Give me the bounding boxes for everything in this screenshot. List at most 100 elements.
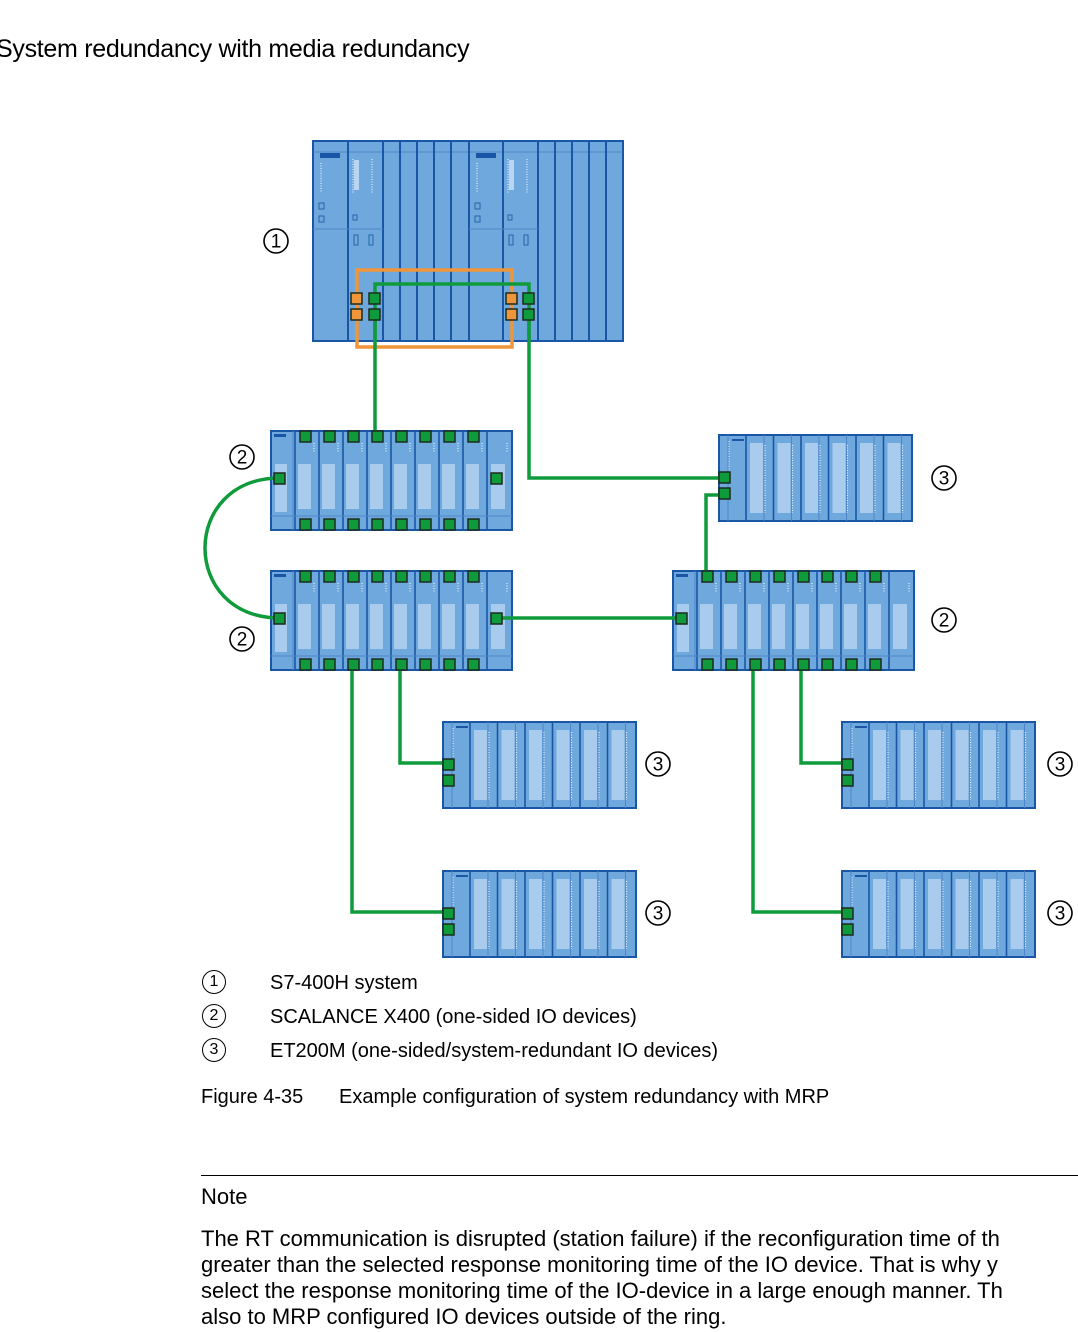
callout-circle: [229, 626, 255, 652]
et200m-right-lower: [841, 870, 1036, 958]
et200m-right-upper: [841, 721, 1036, 809]
module-panel: [442, 464, 455, 509]
ethernet-port-icon: [368, 292, 381, 305]
module-panel: [442, 604, 455, 649]
figure-label: Figure 4-35: [201, 1086, 304, 1108]
cable-to-et200m: [799, 664, 847, 765]
module-panel: [868, 604, 881, 649]
module-panel: [466, 464, 479, 509]
ring-port-icon: [675, 612, 688, 625]
cable-to-et200m: [751, 664, 847, 914]
switch-port-icon: [797, 658, 810, 671]
callout-2-icon: 2: [229, 444, 255, 470]
et200m-port-icon: [841, 758, 854, 771]
callout-2-icon: 2: [229, 626, 255, 652]
callout-circle: [931, 607, 957, 633]
switch-port-icon: [323, 658, 336, 671]
figure-caption-text: Example configuration of system redundan…: [339, 1086, 830, 1108]
module-panel: [1010, 879, 1024, 949]
sync-port-icon: [350, 308, 363, 321]
callout-2-icon: 2: [931, 607, 957, 633]
switch-port-icon: [749, 570, 762, 583]
module-panel: [983, 730, 996, 800]
callout-number: 1: [271, 232, 282, 253]
module-panel: [529, 730, 542, 800]
slot-icon: [368, 234, 374, 246]
slot-icon: [523, 234, 529, 246]
module-panel: [832, 443, 846, 513]
module-panel: [611, 879, 625, 949]
callout-1-icon: 1: [202, 970, 226, 994]
callout-3-icon: 3: [645, 751, 671, 777]
module-panel: [346, 464, 359, 509]
switch-port-icon: [701, 658, 714, 671]
module-panel: [893, 604, 907, 649]
module-panel: [529, 879, 542, 949]
callout-3-icon: 3: [1047, 900, 1073, 926]
module-panel: [322, 604, 335, 649]
cable-to-et200m: [350, 664, 448, 914]
switch-port-icon: [845, 570, 858, 583]
module-panel: [955, 879, 969, 949]
module-label-bar: [456, 875, 468, 877]
slot-icon: [353, 234, 359, 246]
module-panel: [491, 464, 505, 509]
module-panel: [955, 730, 969, 800]
switch-port-icon: [797, 570, 810, 583]
module-label-bar: [855, 726, 867, 728]
switch-port-icon: [371, 518, 384, 531]
note-line: The RT communication is disrupted (stati…: [201, 1226, 1000, 1251]
callout-number: 3: [653, 755, 664, 776]
switch-port-icon: [467, 570, 480, 583]
module-panel: [724, 604, 737, 649]
switch-port-icon: [725, 570, 738, 583]
callout-3-icon: 3: [645, 900, 671, 926]
device-layer: [270, 140, 1036, 958]
callout-3-icon: 3: [1047, 751, 1073, 777]
module-panel: [346, 604, 359, 649]
switch-port-icon: [299, 570, 312, 583]
display-window: [354, 160, 359, 190]
module-panel: [900, 879, 914, 949]
module-panel: [805, 443, 818, 513]
module-panel: [474, 730, 487, 800]
switch-port-icon: [347, 518, 360, 531]
switch-port-icon: [419, 570, 432, 583]
led-icon: [352, 214, 358, 221]
switch-port-icon: [467, 658, 480, 671]
callout-circle: [1047, 751, 1073, 777]
switch-port-icon: [323, 430, 336, 443]
module-panel: [873, 730, 886, 800]
module-panel: [275, 604, 287, 652]
et200m-port-icon: [442, 923, 455, 936]
ethernet-port-icon: [522, 308, 535, 321]
switch-port-icon: [773, 658, 786, 671]
module-panel: [322, 464, 335, 509]
module-panel: [677, 604, 689, 652]
cable-et200m-to-switch: [704, 493, 724, 576]
module-label-bar: [732, 439, 744, 441]
ethernet-port-icon: [368, 308, 381, 321]
callout-circle: [1047, 900, 1073, 926]
module-panel: [298, 464, 311, 509]
callout-2-icon: 2: [202, 1004, 226, 1028]
callout-circle: [645, 900, 671, 926]
note-heading: Note: [201, 1184, 248, 1209]
switch-port-icon: [299, 430, 312, 443]
switch-port-icon: [725, 658, 738, 671]
switch-port-icon: [395, 570, 408, 583]
sync-port-icon: [350, 292, 363, 305]
ring-port-icon: [273, 472, 286, 485]
note-body: The RT communication is disrupted (stati…: [201, 1226, 1003, 1330]
module-label-bar: [274, 574, 286, 577]
switch-port-icon: [869, 570, 882, 583]
switch-port-icon: [443, 658, 456, 671]
switch-port-icon: [821, 570, 834, 583]
switch-port-icon: [419, 518, 432, 531]
module-panel: [844, 604, 857, 649]
led-icon: [474, 215, 481, 223]
module-panel: [556, 879, 570, 949]
module-label-bar: [676, 574, 688, 577]
module-panel: [1010, 730, 1024, 800]
callout-number: 2: [237, 448, 248, 469]
